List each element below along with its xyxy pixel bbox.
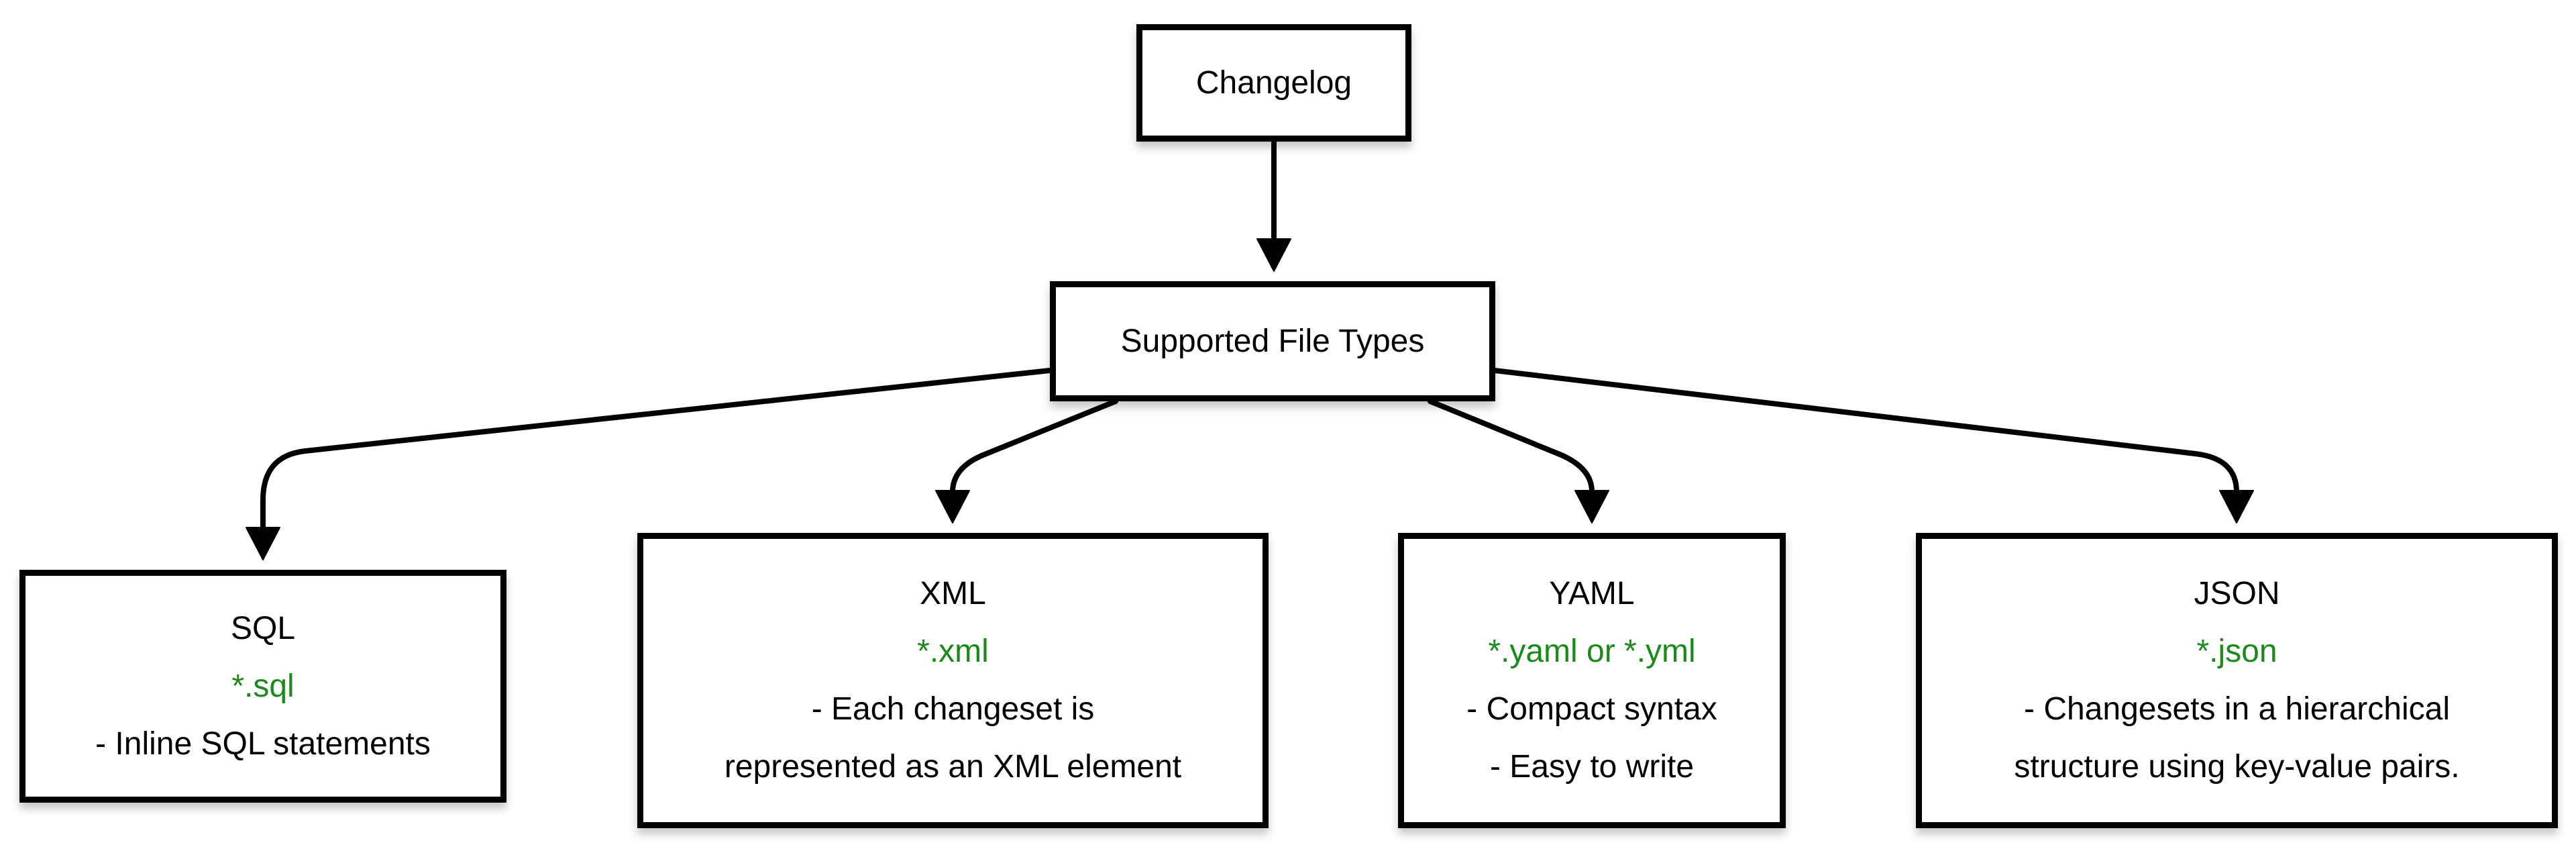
type-extension: *.xml — [917, 634, 989, 669]
type-extension: *.yaml or *.yml — [1488, 634, 1696, 669]
type-description-line: represented as an XML element — [724, 749, 1182, 785]
connector-hub-to-yaml — [1428, 399, 1609, 523]
node-label: Supported File Types — [1120, 323, 1425, 359]
connector-line — [1492, 368, 2239, 495]
type-title: YAML — [1549, 576, 1635, 611]
node-yaml: YAML *.yaml or *.yml - Compact syntax - … — [1398, 533, 1786, 828]
node-sql: SQL *.sql - Inline SQL statements — [19, 570, 506, 803]
node-xml: XML *.xml - Each changeset is represente… — [637, 533, 1269, 828]
type-description-line: - Inline SQL statements — [95, 725, 431, 762]
connector-line — [1428, 399, 1595, 495]
type-title: JSON — [2194, 576, 2280, 611]
type-title: SQL — [230, 610, 296, 646]
type-description-line: structure using key-value pairs. — [2014, 749, 2460, 785]
arrowhead-icon — [1574, 490, 1609, 523]
type-description-line: - Compact syntax — [1466, 691, 1717, 727]
connector-hub-to-xml — [935, 399, 1118, 523]
arrowhead-icon — [1256, 238, 1291, 272]
connector-changelog-to-hub — [1256, 139, 1291, 272]
connector-hub-to-sql — [246, 368, 1053, 560]
connector-hub-to-json — [1492, 368, 2254, 523]
arrowhead-icon — [2219, 490, 2254, 523]
type-description-line: - Each changeset is — [811, 691, 1095, 727]
arrowhead-icon — [246, 527, 280, 560]
connector-line — [950, 399, 1118, 495]
node-json: JSON *.json - Changesets in a hierarchic… — [1916, 533, 2558, 828]
connector-line — [260, 368, 1053, 532]
type-extension: *.sql — [231, 668, 294, 704]
node-label: Changelog — [1195, 64, 1352, 101]
node-changelog: Changelog — [1136, 24, 1411, 142]
type-description-line: - Changesets in a hierarchical — [2024, 691, 2450, 727]
arrowhead-icon — [935, 490, 970, 523]
type-title: XML — [920, 576, 986, 611]
node-supported-file-types: Supported File Types — [1050, 281, 1495, 401]
type-description-line: - Easy to write — [1489, 749, 1695, 785]
type-extension: *.json — [2196, 634, 2277, 669]
